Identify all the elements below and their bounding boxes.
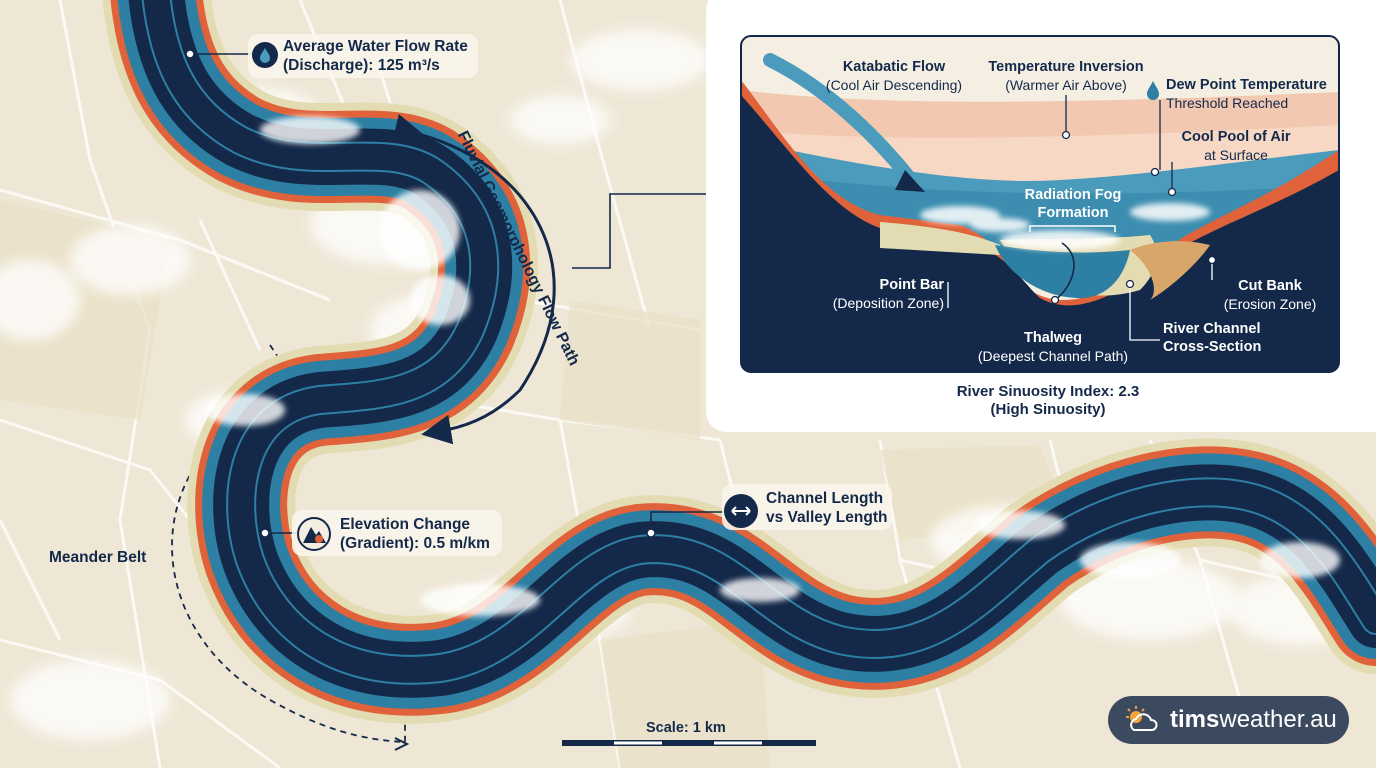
mountain-icon xyxy=(297,517,331,551)
coolpool-label: Cool Pool of Air at Surface xyxy=(1181,129,1291,163)
point-bar-label: Point Bar (Deposition Zone) xyxy=(832,277,944,311)
water-drop-icon xyxy=(252,42,278,68)
sinuosity-label: River Sinuosity Index: 2.3 (High Sinuosi… xyxy=(956,383,1140,418)
brand-text[interactable]: timsweather.au xyxy=(1170,706,1337,733)
cross-section-diagram xyxy=(740,35,1340,373)
thalweg-label: Thalweg (Deepest Channel Path) xyxy=(977,330,1129,364)
river-channel-label: River Channel Cross-Section xyxy=(1163,321,1262,355)
discharge-label: Average Water Flow Rate (Discharge): 125… xyxy=(283,38,468,74)
inset-connector xyxy=(572,193,742,269)
meander-belt-arc xyxy=(171,344,406,743)
meander-belt-label: Meander Belt xyxy=(49,549,147,566)
dew-drop-icon xyxy=(1143,78,1163,104)
double-arrow-icon xyxy=(724,494,758,528)
channel-length-label: Channel Length vs Valley Length xyxy=(766,490,888,526)
katabatic-label: Katabatic Flow (Cool Air Descending) xyxy=(825,59,963,93)
brand-badge[interactable] xyxy=(1108,696,1349,744)
scale-label: Scale: 1 km xyxy=(646,720,726,736)
inversion-label: Temperature Inversion (Warmer Air Above) xyxy=(988,59,1144,93)
cut-bank-label: Cut Bank (Erosion Zone) xyxy=(1223,278,1317,312)
dewpoint-label: Dew Point Temperature Threshold Reached xyxy=(1166,77,1327,111)
flow-path-arrow xyxy=(391,113,556,445)
fog-formation-label: Radiation Fog Formation xyxy=(1024,187,1122,221)
discharge-pill xyxy=(248,34,478,78)
scale-bar xyxy=(562,740,816,746)
sun-cloud-icon xyxy=(1122,704,1162,736)
elevation-label: Elevation Change (Gradient): 0.5 m/km xyxy=(340,516,490,552)
